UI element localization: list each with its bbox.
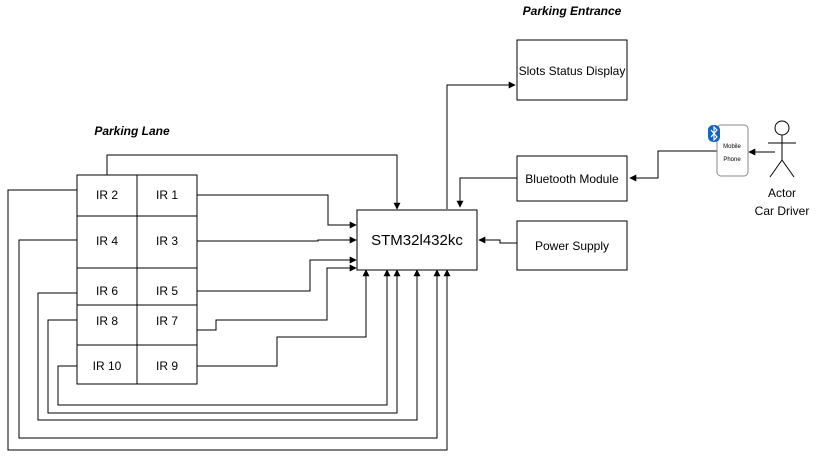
power-block: Power Supply (516, 220, 628, 271)
wire-mcu-display (446, 81, 516, 209)
ir8-label: IR 8 (96, 314, 118, 328)
ir4-label: IR 4 (96, 234, 118, 248)
wire-ir4 (18, 239, 441, 439)
ir3-label: IR 3 (156, 234, 178, 248)
bluetooth-box (516, 155, 628, 202)
ir10-label: IR 10 (93, 359, 122, 373)
ir2-label: IR 2 (96, 188, 118, 202)
wire-ir9 (197, 269, 370, 367)
wire-ir7 (197, 264, 357, 331)
ir9-label: IR 9 (156, 359, 178, 373)
wire-ir1 (197, 194, 357, 229)
mcu-box (356, 209, 478, 271)
wire-ir3 (197, 236, 357, 244)
wire-ir5 (197, 256, 357, 292)
mcu-block: STM32l432kc (356, 209, 478, 271)
wire-top-loop (106, 154, 401, 210)
display-box (516, 39, 628, 101)
phone-label-line2: Phone (723, 157, 741, 163)
wire-ir2 (7, 189, 451, 451)
display-label: Slots Status Display (519, 64, 626, 78)
mcu-label: STM32l432kc (371, 232, 463, 249)
actor-label-line1: Actor (768, 186, 796, 200)
ir1-label: IR 1 (156, 188, 178, 202)
parking-entrance-title: Parking Entrance (523, 4, 622, 18)
bluetooth-block: Bluetooth Module (516, 155, 628, 202)
wire-ir6 (37, 269, 421, 421)
wire-ir10 (57, 269, 391, 406)
phone-body (716, 124, 749, 177)
power-box (516, 220, 628, 271)
wire-phone-bt (629, 150, 717, 182)
connection-wires (7, 81, 775, 451)
ir6-label: IR 6 (96, 284, 118, 298)
wire-bt-mcu (456, 177, 517, 208)
ir5-label: IR 5 (156, 284, 178, 298)
wire-ir8 (47, 269, 401, 414)
bluetooth-icon (708, 125, 720, 142)
actor-label-line2: Car Driver (755, 204, 810, 218)
phone-label-line1: Mobile (723, 144, 741, 150)
wire-power-mcu (478, 236, 517, 244)
ir7-label: IR 7 (156, 314, 178, 328)
parking-lane-grid: IR 2 IR 1 IR 4 IR 3 IR 6 IR 5 IR 8 IR 7 … (76, 174, 198, 385)
display-block: Slots Status Display (516, 39, 628, 101)
power-label: Power Supply (535, 239, 609, 253)
mobile-phone: Mobile Phone (708, 124, 749, 177)
stick-figure-icon (768, 120, 796, 178)
bluetooth-label: Bluetooth Module (525, 172, 619, 186)
parking-lane-title: Parking Lane (94, 124, 170, 138)
